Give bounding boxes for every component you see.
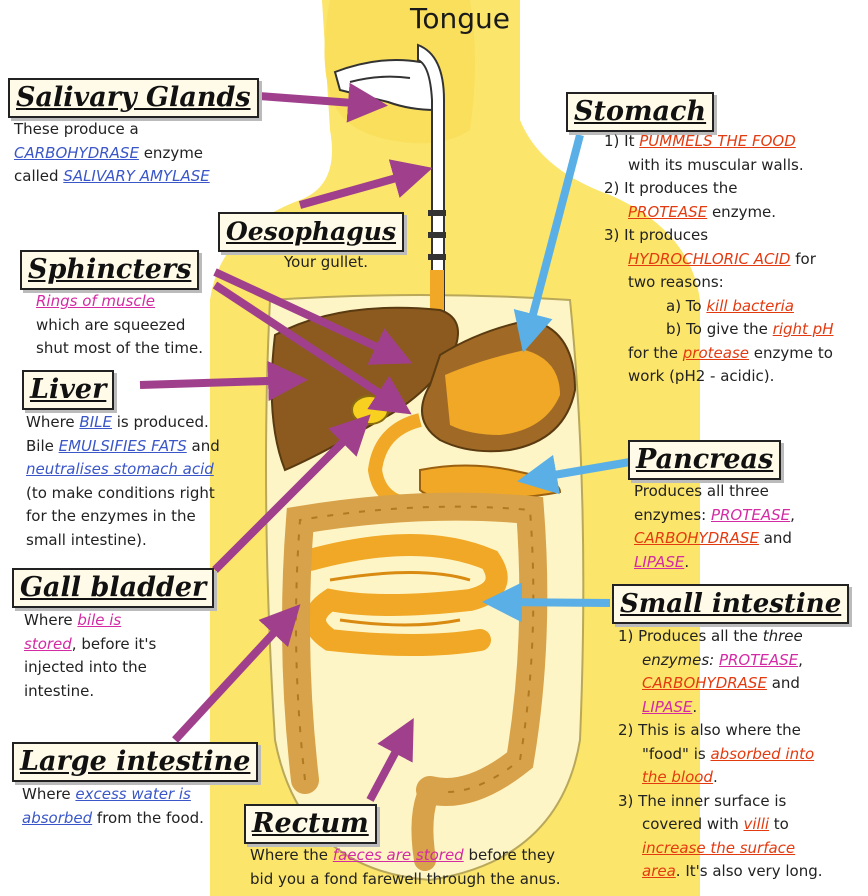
sphincters-desc: Rings of muscle which are squeezed shut … (36, 292, 203, 357)
kill-bacteria-term: kill bacteria (706, 296, 794, 315)
gall-bladder-organ (351, 395, 389, 425)
si-carbohydrase-term: CARBOHYDRASE (642, 674, 767, 692)
gall-bladder-desc: Where bile is stored, before it's inject… (24, 611, 157, 700)
si-lipase-term: LIPASE (642, 697, 693, 716)
oesophagus-title: Oesophagus (218, 212, 405, 252)
arrow-sphincter-2 (212, 281, 412, 415)
pummels-food-term: PUMMELS THE FOOD (639, 132, 796, 150)
emulsifies-fats-term: EMULSIFIES FATS (58, 436, 187, 455)
arrow-sphincter-1 (213, 268, 413, 365)
bile-is-term: bile is (77, 611, 122, 629)
arrow-liver (139, 361, 308, 401)
area-term: area (642, 862, 676, 880)
villi-term: villi (743, 815, 770, 833)
hydrochloric-acid-term: HYDROCHLORIC ACID (628, 249, 791, 268)
absorbed-blood-term: absorbed into (710, 744, 815, 763)
absorbed-term: absorbed (22, 808, 93, 827)
sphincters-title: Sphincters (20, 250, 200, 290)
pancreas-desc: Produces all three enzymes: PROTEASE, CA… (634, 482, 795, 571)
tongue-label: Tongue (410, 2, 510, 35)
large-intestine-desc: Where excess water is absorbed from the … (22, 785, 204, 827)
salivary-glands-desc: These produce a CARBOHYDRASE enzyme call… (14, 120, 210, 185)
small-intestine-desc: 1) Produces all the three enzymes: PROTE… (618, 627, 823, 880)
carbohydrase-term: CARBOHYDRASE (14, 143, 139, 162)
arrow-salivary (244, 82, 388, 123)
pancreas-protease-term: PROTEASE (710, 505, 791, 524)
rectum-desc: Where the faeces are stored before they … (250, 846, 561, 888)
arrow-stomach (513, 133, 584, 353)
pointer-arrows (139, 82, 631, 802)
protease-lower-term: protease (682, 343, 749, 362)
liver-title: Liver (22, 370, 115, 410)
arrow-large-intestine (172, 604, 301, 743)
rectum-title: Rectum (244, 804, 377, 844)
pancreas-title: Pancreas (628, 440, 782, 480)
faeces-stored-term: faeces are stored (332, 846, 464, 864)
stomach-title: Stomach (566, 92, 715, 132)
arrow-small-intestine (482, 582, 611, 623)
oesophagus-desc: Your gullet. (284, 253, 369, 271)
arrow-gall-bladder (212, 414, 371, 573)
arrow-oesophagus (298, 159, 433, 209)
large-intestine-title: Large intestine (12, 742, 259, 782)
salivary-glands-title: Salivary Glands (8, 78, 259, 118)
arrow-pancreas (517, 454, 631, 495)
arrow-rectum (366, 717, 414, 802)
neutralises-acid-term: neutralises stomach acid (26, 460, 214, 478)
the-blood-term: the blood (642, 768, 713, 786)
rectum-organ (411, 779, 441, 871)
protease-term: PROTEASE (628, 202, 708, 221)
gall-bladder-title: Gall bladder (12, 568, 215, 608)
right-ph-term: right pH (772, 320, 834, 338)
small-intestine-title: Small intestine (612, 584, 850, 624)
pancreas-lipase-term: LIPASE (634, 552, 685, 571)
bile-term: BILE (79, 413, 112, 431)
excess-water-term: excess water is (75, 785, 191, 803)
stomach-inner (445, 350, 560, 435)
stomach-desc: 1) It PUMMELS THE FOOD with its muscular… (604, 132, 834, 385)
rings-of-muscle-term: Rings of muscle (36, 292, 156, 310)
salivary-line-1: These produce a (14, 120, 139, 138)
salivary-amylase-term: SALIVARY AMYLASE (63, 167, 210, 185)
pancreas-carbohydrase-term: CARBOHYDRASE (634, 529, 759, 547)
increase-surface-term: increase the surface (642, 838, 796, 857)
stored-term: stored (24, 634, 72, 653)
si-protease-term: PROTEASE (718, 650, 799, 669)
small-intestine-organ (299, 534, 508, 656)
liver-desc: Where BILE is produced. Bile EMULSIFIES … (26, 413, 220, 549)
